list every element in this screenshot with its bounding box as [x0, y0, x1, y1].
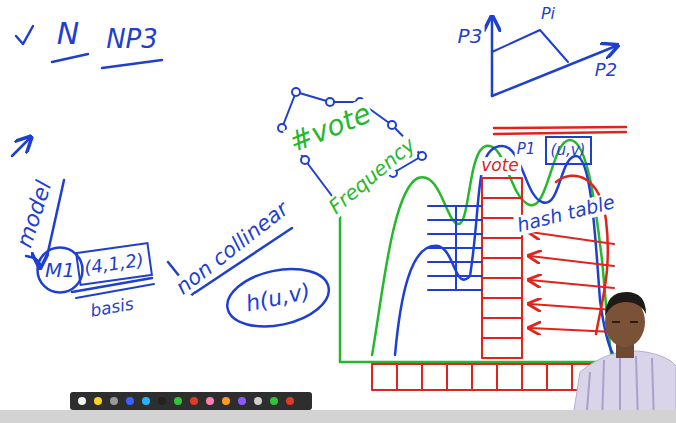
node-label: (4,1,2)	[83, 250, 145, 278]
vote-arrow	[530, 328, 614, 332]
tool-icon	[174, 397, 182, 405]
node-label: (u,v)	[551, 142, 586, 159]
vote-arrows	[530, 232, 614, 332]
note-text: basis	[87, 295, 137, 321]
frequency-curve	[372, 140, 612, 358]
coordinate-box: (u,v)	[545, 136, 592, 165]
node-label: h(u,v)	[244, 279, 313, 316]
red-stroke	[494, 132, 626, 134]
hash-function-oval: h(u,v)	[220, 259, 336, 337]
tool-icon	[222, 397, 230, 405]
vote-arrow	[530, 256, 614, 266]
toolbar-bar	[70, 392, 312, 410]
note-text: non collinear	[170, 196, 294, 299]
underline	[102, 60, 162, 68]
tool-icon	[206, 397, 214, 405]
note-text: hash table	[513, 192, 619, 236]
axis-arrow	[491, 18, 494, 96]
table-outline	[482, 178, 522, 358]
point	[388, 121, 396, 129]
axis-label: Frequency	[323, 133, 420, 219]
tool-icon	[110, 397, 118, 405]
bucket-rows	[428, 206, 482, 290]
vote-arrow	[530, 304, 614, 310]
point	[301, 156, 309, 164]
point-label: Pi	[539, 6, 557, 23]
tool-icon	[126, 397, 134, 405]
distribution-curve	[395, 146, 616, 358]
hash-table-column	[482, 178, 522, 358]
point	[292, 88, 300, 96]
player-bar	[0, 410, 676, 423]
check-mark	[16, 26, 33, 44]
axis-label: P3	[456, 26, 485, 47]
lecturer	[572, 292, 676, 423]
note-text: vote	[479, 157, 521, 175]
tool-icon	[190, 397, 198, 405]
tool-icon	[142, 397, 150, 405]
red-stroke	[494, 127, 626, 128]
count-symbol: NP3	[104, 26, 160, 53]
vote-arrow	[530, 280, 614, 288]
hair	[605, 292, 646, 316]
tool-icon	[286, 397, 294, 405]
tool-icon	[158, 397, 166, 405]
tool-icon	[238, 397, 246, 405]
count-symbol: N	[55, 18, 81, 50]
eyes	[612, 321, 638, 323]
axis-label: P2	[593, 61, 619, 80]
vote-arrow	[530, 232, 614, 244]
underline	[52, 54, 88, 62]
tool-icon	[78, 397, 86, 405]
point	[418, 152, 426, 160]
tool-icon	[254, 397, 262, 405]
row-lines	[428, 206, 482, 290]
tool-icon	[270, 397, 278, 405]
bin-ticks	[397, 364, 597, 390]
point	[326, 98, 334, 106]
small-arrow	[12, 138, 30, 156]
node-label: M1	[45, 259, 75, 281]
video-toolbar	[70, 392, 312, 410]
tool-icon	[94, 397, 102, 405]
projection-lines	[492, 30, 568, 62]
underline	[76, 284, 154, 298]
node-outline-shape	[222, 261, 334, 336]
point-label: P1	[515, 142, 538, 158]
